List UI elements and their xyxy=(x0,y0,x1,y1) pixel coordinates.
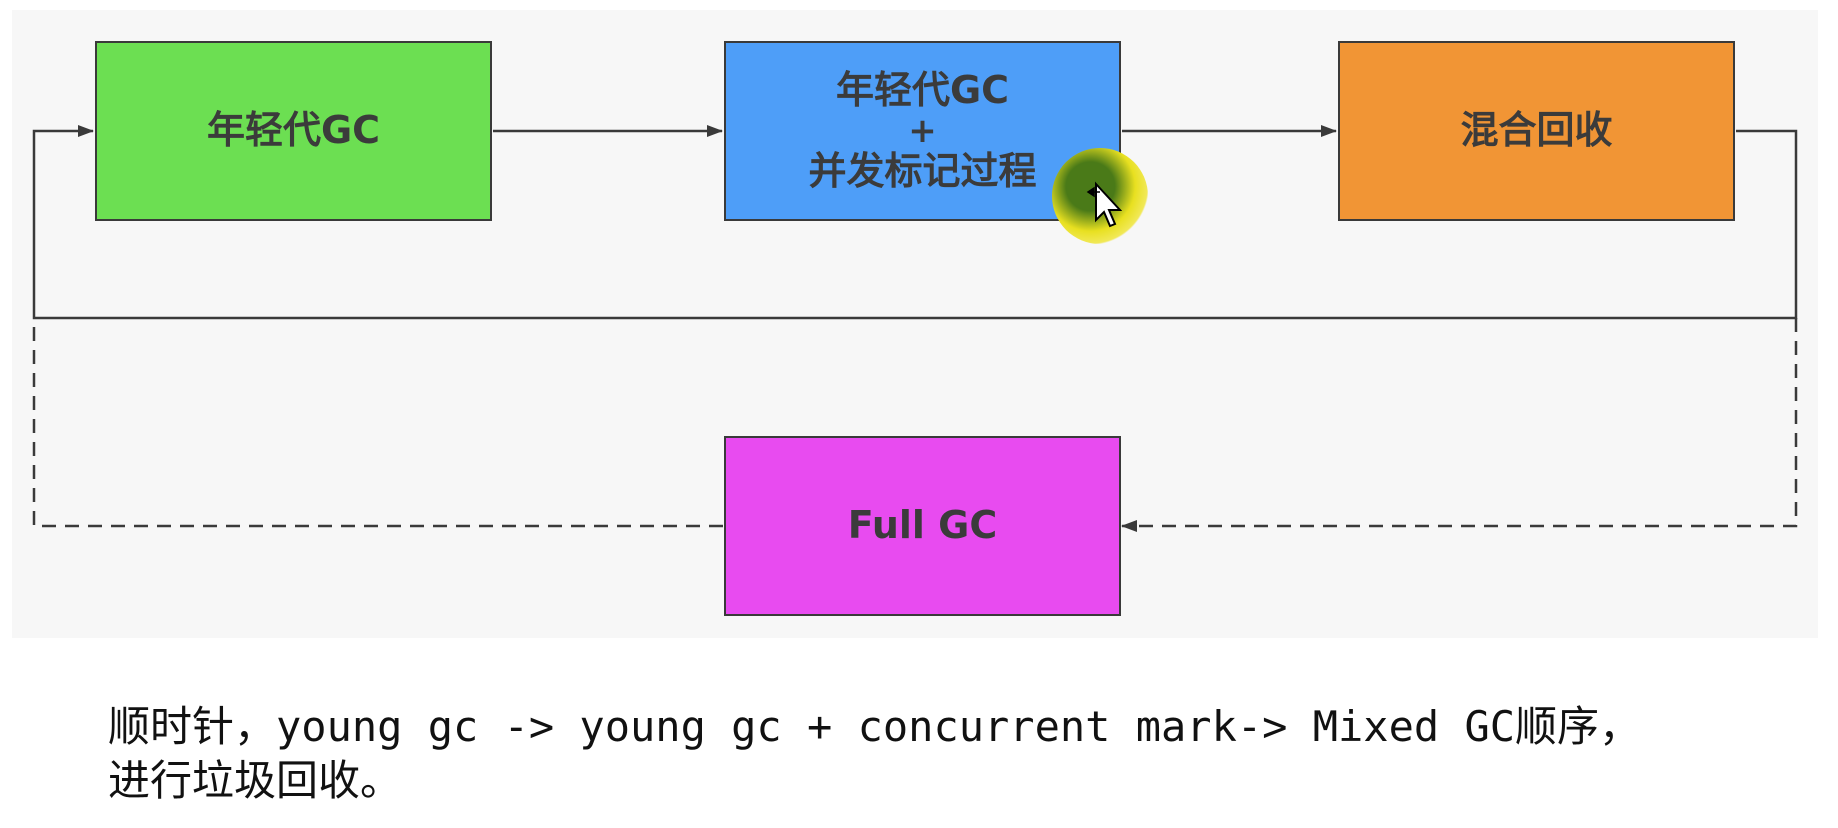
edge-full-gc-to-young xyxy=(32,318,723,528)
flow-connectors xyxy=(32,125,1798,532)
node-mixed-gc: 混合回收 xyxy=(1338,41,1735,221)
node-young-gc-label: 年轻代GC xyxy=(206,108,381,153)
node-concurrent-plus: + xyxy=(908,111,937,151)
edge-mixed-to-young-loop xyxy=(32,125,1798,320)
move-cursor-icon xyxy=(1086,181,1122,228)
edge-mixed-to-full-gc xyxy=(1121,318,1798,532)
node-full-gc-label: Full GC xyxy=(847,503,998,548)
node-concurrent-line1: 年轻代GC xyxy=(835,67,1010,112)
node-young-gc: 年轻代GC xyxy=(95,41,492,221)
node-mixed-gc-label: 混合回收 xyxy=(1460,108,1613,153)
node-concurrent-line2: 并发标记过程 xyxy=(808,149,1037,193)
caption-line1: 顺时针，young gc -> young gc + concurrent ma… xyxy=(108,702,1642,751)
node-full-gc: Full GC xyxy=(724,436,1121,616)
caption-text: 顺时针，young gc -> young gc + concurrent ma… xyxy=(108,700,1808,808)
caption-line2: 进行垃圾回收。 xyxy=(108,756,403,805)
